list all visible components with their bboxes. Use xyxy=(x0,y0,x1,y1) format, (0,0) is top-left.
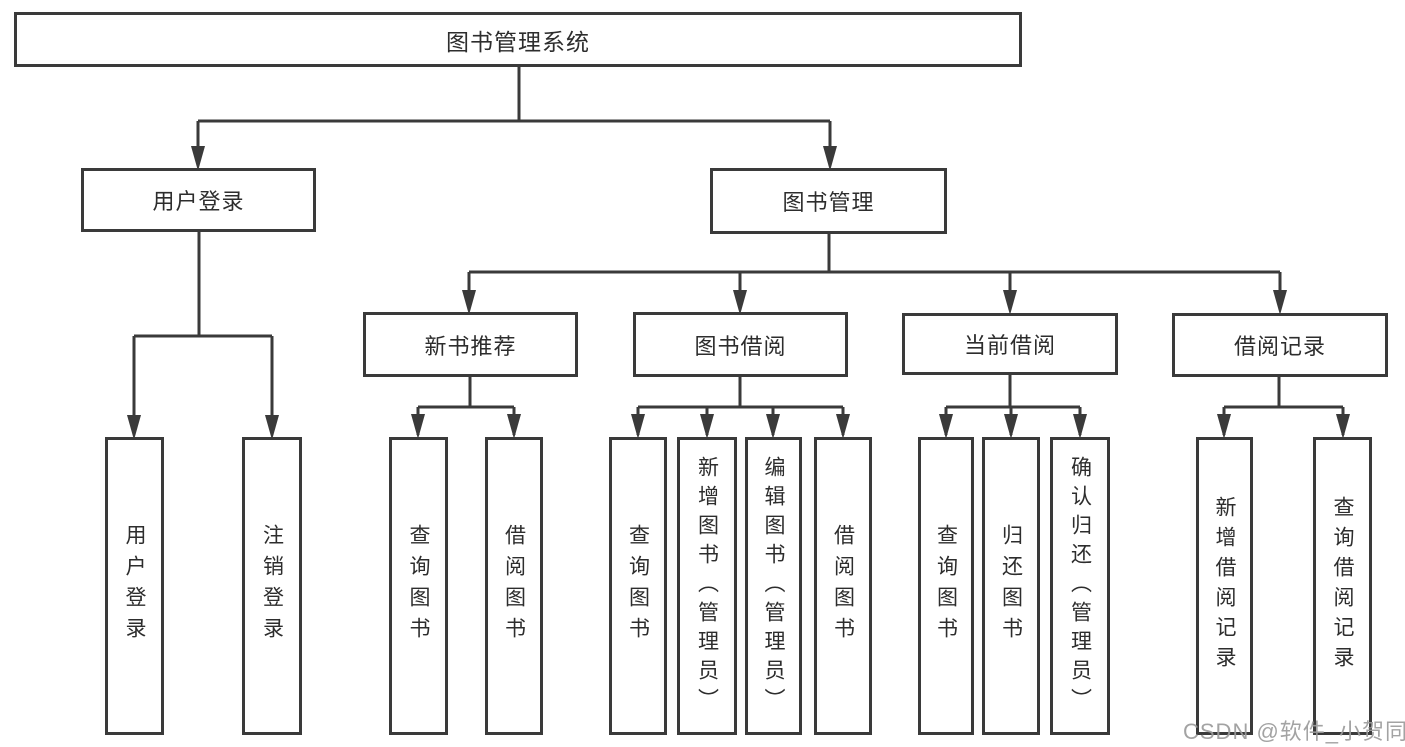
arrowhead xyxy=(823,146,837,171)
leaf-query-books-recommend: 查询图书 xyxy=(389,437,448,735)
connector-new-book-recommend xyxy=(411,377,521,439)
arrowhead xyxy=(1336,414,1350,439)
arrowhead xyxy=(411,414,425,439)
leaf-add-book-admin: 新增图书（管理员） xyxy=(677,437,737,735)
node-new-book-recommend: 新书推荐 xyxy=(363,312,578,377)
leaf-borrow-books: 借阅图书 xyxy=(814,437,872,735)
arrowhead xyxy=(836,414,850,439)
arrowhead xyxy=(631,414,645,439)
connector-root xyxy=(191,67,837,171)
node-current-borrow: 当前借阅 xyxy=(902,313,1118,375)
arrowhead xyxy=(191,146,205,171)
arrowhead xyxy=(127,415,141,440)
leaf-confirm-return-admin: 确认归还（管理员） xyxy=(1050,437,1110,735)
leaf-user-login: 用户登录 xyxy=(105,437,164,735)
node-user-login: 用户登录 xyxy=(81,168,316,232)
csdn-watermark: CSDN @软件_小贺同学 xyxy=(1183,719,1405,744)
node-borrow-records: 借阅记录 xyxy=(1172,313,1388,377)
leaf-query-books-current: 查询图书 xyxy=(918,437,974,735)
arrowhead xyxy=(1003,290,1017,315)
node-book-borrow: 图书借阅 xyxy=(633,312,848,377)
leaf-borrow-books-recommend: 借阅图书 xyxy=(485,437,543,735)
arrowhead xyxy=(766,414,780,439)
connector-user-login xyxy=(127,232,279,440)
arrowhead xyxy=(1004,414,1018,439)
arrowhead xyxy=(1073,414,1087,439)
arrowhead xyxy=(700,414,714,439)
arrowhead xyxy=(1273,290,1287,315)
arrowhead xyxy=(939,414,953,439)
leaf-return-books: 归还图书 xyxy=(982,437,1040,735)
leaf-edit-book-admin: 编辑图书（管理员） xyxy=(745,437,802,735)
connector-current-borrow xyxy=(939,375,1087,439)
node-root: 图书管理系统 xyxy=(14,12,1022,67)
arrowhead xyxy=(462,290,476,315)
node-book-management: 图书管理 xyxy=(710,168,947,234)
leaf-logout: 注销登录 xyxy=(242,437,302,735)
leaf-query-books-borrow: 查询图书 xyxy=(609,437,667,735)
connector-book-management xyxy=(462,234,1287,315)
arrowhead xyxy=(265,415,279,440)
arrowhead xyxy=(1217,414,1231,439)
arrowhead xyxy=(507,414,521,439)
connector-book-borrow xyxy=(631,377,850,439)
leaf-query-borrow-record: 查询借阅记录 xyxy=(1313,437,1372,735)
arrowhead xyxy=(733,290,747,315)
leaf-add-borrow-record: 新增借阅记录 xyxy=(1196,437,1253,735)
connector-borrow-records xyxy=(1217,377,1350,439)
